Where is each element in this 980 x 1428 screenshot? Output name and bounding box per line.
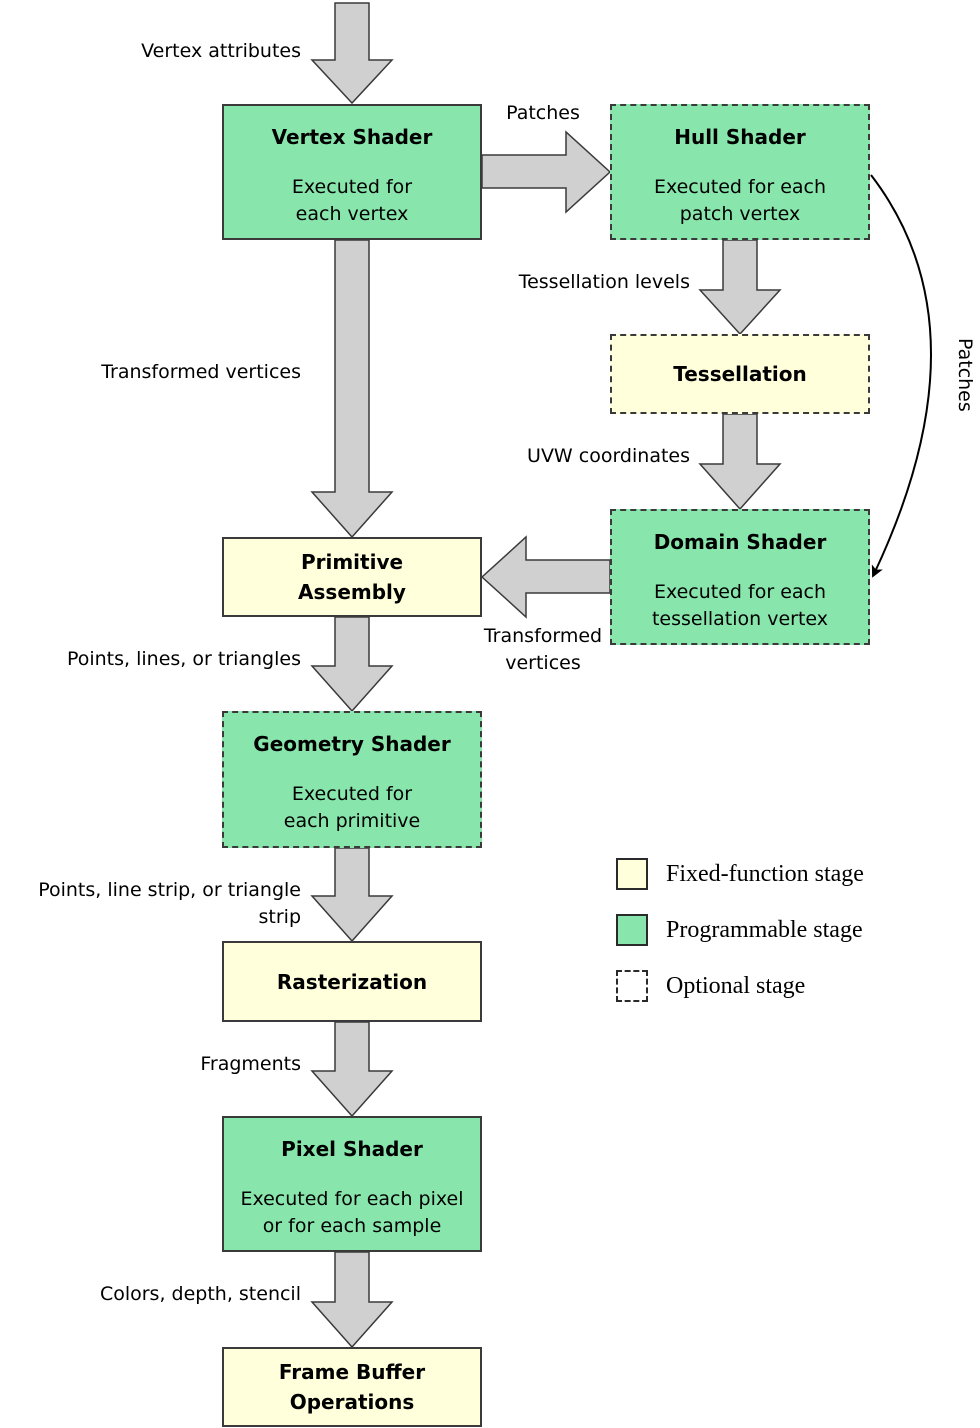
label-patches-curve: Patches [954, 338, 976, 412]
optional-swatch [616, 970, 648, 1002]
stage-description: Executed for each pixel or for each samp… [240, 1188, 464, 1237]
label-points-strips: Points, line strip, or triangle strip [38, 879, 301, 928]
primitive-assembly-stage: Primitive Assembly [222, 537, 482, 617]
legend-label: Optional stage [666, 972, 806, 999]
arrow-tessellation-levels [698, 239, 782, 336]
arrow-vertex-attributes [310, 2, 394, 105]
arrow-fragments [310, 1021, 394, 1118]
label-patches-top: Patches [506, 102, 580, 124]
pixel-shader-stage: Pixel Shader Executed for each pixel or … [222, 1116, 482, 1252]
stage-title: Frame Buffer Operations [278, 1360, 426, 1414]
label-fragments: Fragments [200, 1053, 301, 1075]
stage-title: Pixel Shader [281, 1137, 423, 1161]
label-transformed-vertices: Transformed vertices [101, 361, 301, 383]
tessellation-stage: Tessellation [610, 334, 870, 414]
frame-buffer-stage: Frame Buffer Operations [222, 1347, 482, 1427]
arrow-colors-depth-stencil [310, 1251, 394, 1349]
stage-description: Executed for each tessellation vertex [651, 581, 829, 630]
stage-title: Rasterization [276, 969, 428, 994]
legend-fixed-function: Fixed-function stage [616, 858, 864, 890]
legend-label: Fixed-function stage [666, 860, 864, 887]
arrow-points-strips [310, 847, 394, 943]
arrow-patches [481, 130, 612, 214]
stage-description: Executed for each primitive [283, 783, 421, 832]
hull-shader-stage: Hull Shader Executed for each patch vert… [610, 104, 870, 240]
stage-title: Geometry Shader [253, 732, 451, 756]
vertex-shader-stage: Vertex Shader Executed for each vertex [222, 104, 482, 240]
stage-title: Primitive Assembly [298, 550, 406, 604]
geometry-shader-stage: Geometry Shader Executed for each primit… [222, 711, 482, 848]
label-tessellation-levels: Tessellation levels [518, 271, 690, 293]
label-uvw-coordinates: UVW coordinates [527, 445, 690, 467]
stage-title: Vertex Shader [271, 125, 433, 149]
label-colors-depth-stencil: Colors, depth, stencil [99, 1283, 301, 1305]
stage-title: Hull Shader [674, 125, 806, 149]
domain-shader-stage: Domain Shader Executed for each tessella… [610, 509, 870, 645]
arrow-uvw-coordinates [698, 413, 782, 511]
arrow-transformed-vertices [310, 239, 394, 539]
label-vertex-attributes: Vertex attributes [141, 40, 301, 62]
stage-title: Tessellation [673, 362, 807, 386]
stage-title: Domain Shader [653, 530, 827, 554]
label-points-lines-triangles: Points, lines, or triangles [66, 648, 301, 670]
stage-description: Executed for each patch vertex [653, 176, 827, 225]
rasterization-stage: Rasterization [222, 941, 482, 1022]
arrow-points-lines-triangles [310, 616, 394, 713]
stage-description: Executed for each vertex [291, 176, 413, 225]
fixed-function-swatch [616, 858, 648, 890]
legend-optional: Optional stage [616, 970, 805, 1002]
label-transformed-vertices-domain: Transformed vertices [483, 625, 603, 674]
legend-label: Programmable stage [666, 916, 863, 943]
arrow-domain-to-assembly [480, 535, 611, 619]
curved-patches-arrow [870, 174, 932, 578]
programmable-swatch [616, 914, 648, 946]
legend-programmable: Programmable stage [616, 914, 863, 946]
